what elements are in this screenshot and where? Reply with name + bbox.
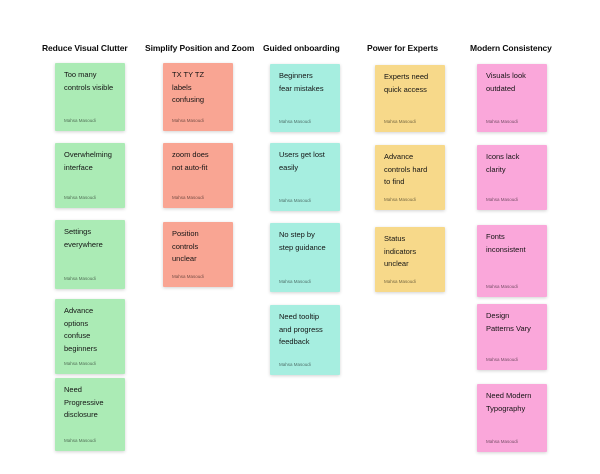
sticky-note-author: Mahsa Masoudi: [172, 195, 204, 200]
sticky-note-author: Mahsa Masoudi: [64, 438, 96, 443]
sticky-note-text: Fonts inconsistent: [486, 232, 526, 254]
sticky-note[interactable]: Fonts inconsistent Mahsa Masoudi: [477, 225, 547, 297]
sticky-note-author: Mahsa Masoudi: [279, 279, 311, 284]
sticky-note-author: Mahsa Masoudi: [384, 119, 416, 124]
sticky-note[interactable]: No step by step guidance Mahsa Masoudi: [270, 223, 340, 292]
sticky-note-author: Mahsa Masoudi: [384, 279, 416, 284]
sticky-note-author: Mahsa Masoudi: [384, 197, 416, 202]
sticky-note-text: Need Progressive disclosure: [64, 385, 104, 419]
sticky-note[interactable]: Visuals look outdated Mahsa Masoudi: [477, 64, 547, 132]
sticky-note-author: Mahsa Masoudi: [172, 274, 204, 279]
sticky-note-text: Settings everywhere: [64, 227, 103, 249]
sticky-note[interactable]: TX TY TZ labels confusing Mahsa Masoudi: [163, 63, 233, 131]
sticky-note[interactable]: Status indicators unclear Mahsa Masoudi: [375, 227, 445, 292]
sticky-note-author: Mahsa Masoudi: [64, 361, 96, 366]
sticky-note-text: Design Patterns Vary: [486, 311, 531, 333]
sticky-note-author: Mahsa Masoudi: [486, 197, 518, 202]
sticky-note-text: zoom does not auto-fit: [172, 150, 209, 172]
sticky-note-text: Status indicators unclear: [384, 234, 417, 268]
sticky-note-author: Mahsa Masoudi: [486, 284, 518, 289]
sticky-note[interactable]: Icons lack clarity Mahsa Masoudi: [477, 145, 547, 210]
sticky-note-author: Mahsa Masoudi: [279, 198, 311, 203]
sticky-note[interactable]: Advance controls hard to find Mahsa Maso…: [375, 145, 445, 210]
sticky-note-text: Advance controls hard to find: [384, 152, 428, 186]
sticky-note-text: No step by step guidance: [279, 230, 326, 252]
sticky-note-text: Visuals look outdated: [486, 71, 526, 93]
sticky-note-author: Mahsa Masoudi: [486, 357, 518, 362]
sticky-note-text: Experts need quick access: [384, 72, 429, 94]
sticky-note-author: Mahsa Masoudi: [279, 119, 311, 124]
sticky-note[interactable]: Design Patterns Vary Mahsa Masoudi: [477, 304, 547, 370]
sticky-note[interactable]: Need tooltip and progress feedback Mahsa…: [270, 305, 340, 375]
sticky-note[interactable]: Users get lost easily Mahsa Masoudi: [270, 143, 340, 211]
sticky-note-author: Mahsa Masoudi: [172, 118, 204, 123]
sticky-note-author: Mahsa Masoudi: [279, 362, 311, 367]
sticky-note-text: Advance options confuse beginners: [64, 306, 97, 353]
sticky-note-author: Mahsa Masoudi: [64, 118, 96, 123]
column-header-guided-onboarding[interactable]: Guided onboarding: [263, 43, 340, 53]
sticky-note[interactable]: Need Modern Typography Mahsa Masoudi: [477, 384, 547, 452]
sticky-note-text: Users get lost easily: [279, 150, 325, 172]
sticky-note[interactable]: Position controls unclear Mahsa Masoudi: [163, 222, 233, 287]
sticky-note-text: Too many controls visible: [64, 70, 114, 92]
sticky-note[interactable]: Settings everywhere Mahsa Masoudi: [55, 220, 125, 289]
sticky-note[interactable]: Beginners fear mistakes Mahsa Masoudi: [270, 64, 340, 132]
column-header-simplify-position-and-zoom[interactable]: Simplify Position and Zoom: [145, 43, 255, 53]
column-header-reduce-visual-clutter[interactable]: Reduce Visual Clutter: [42, 43, 128, 53]
sticky-note-text: TX TY TZ labels confusing: [172, 70, 205, 104]
sticky-note-author: Mahsa Masoudi: [486, 439, 518, 444]
column-header-power-for-experts[interactable]: Power for Experts: [367, 43, 439, 53]
sticky-note-text: Position controls unclear: [172, 229, 199, 263]
sticky-note[interactable]: Overwhelming interface Mahsa Masoudi: [55, 143, 125, 208]
sticky-note-text: Need tooltip and progress feedback: [279, 312, 323, 346]
column-header-modern-consistency[interactable]: Modern Consistency: [470, 43, 552, 53]
sticky-note[interactable]: Too many controls visible Mahsa Masoudi: [55, 63, 125, 131]
sticky-note[interactable]: Need Progressive disclosure Mahsa Masoud…: [55, 378, 125, 451]
sticky-note-text: Icons lack clarity: [486, 152, 520, 174]
sticky-note-text: Need Modern Typography: [486, 391, 532, 413]
sticky-note-text: Overwhelming interface: [64, 150, 112, 172]
sticky-note[interactable]: Experts need quick access Mahsa Masoudi: [375, 65, 445, 132]
sticky-note-author: Mahsa Masoudi: [64, 195, 96, 200]
sticky-note-text: Beginners fear mistakes: [279, 71, 324, 93]
sticky-note[interactable]: zoom does not auto-fit Mahsa Masoudi: [163, 143, 233, 208]
sticky-note-author: Mahsa Masoudi: [486, 119, 518, 124]
sticky-note-author: Mahsa Masoudi: [64, 276, 96, 281]
sticky-note[interactable]: Advance options confuse beginners Mahsa …: [55, 299, 125, 374]
